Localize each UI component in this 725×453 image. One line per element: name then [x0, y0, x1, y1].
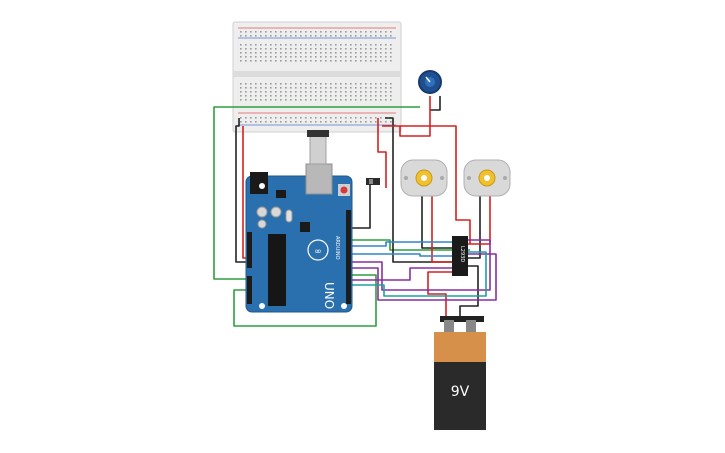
wire-teal-1	[352, 251, 487, 297]
wire-black-3	[385, 117, 452, 263]
wire-green-3	[352, 239, 470, 251]
wire-purple-1	[352, 239, 491, 291]
wire-black-2	[352, 182, 371, 229]
arduino-model-label: UNO	[322, 282, 336, 309]
wire-black-6	[430, 96, 441, 111]
l293d-chip[interactable]: L293D	[452, 236, 468, 276]
wire-black-4	[421, 196, 452, 249]
wire-black-5	[468, 196, 481, 259]
wire-blue-1	[352, 241, 452, 247]
wire-red-3	[382, 125, 471, 244]
potentiometer[interactable]	[418, 70, 442, 94]
wires	[213, 96, 497, 327]
breadboard[interactable]	[232, 21, 402, 133]
slide-switch[interactable]	[366, 178, 380, 185]
wire-green-2	[233, 274, 377, 327]
wire-blue-2	[352, 253, 452, 257]
svg-text:∞: ∞	[314, 247, 322, 257]
wire-black-7	[459, 265, 479, 318]
arduino-uno[interactable]: ∞ UNO ARDUINO	[245, 130, 353, 313]
wire-red-5	[431, 196, 452, 263]
l293d-label: L293D	[459, 246, 465, 262]
wire-purple-2	[352, 253, 497, 301]
wire-purple-3	[352, 267, 452, 281]
battery-9v[interactable]: 9V	[434, 316, 486, 430]
wire-red-7	[427, 271, 452, 318]
battery-label: 9V	[451, 384, 470, 400]
wire-green-1	[213, 106, 420, 280]
wire-red-6	[468, 196, 491, 245]
wire-red-4	[399, 96, 431, 137]
dc-motor-right[interactable]	[463, 159, 511, 197]
wire-black-1	[235, 118, 250, 263]
dc-motor-left[interactable]	[400, 159, 448, 197]
arduino-logo-label: ARDUINO	[334, 236, 340, 260]
wire-red-2	[377, 118, 387, 188]
